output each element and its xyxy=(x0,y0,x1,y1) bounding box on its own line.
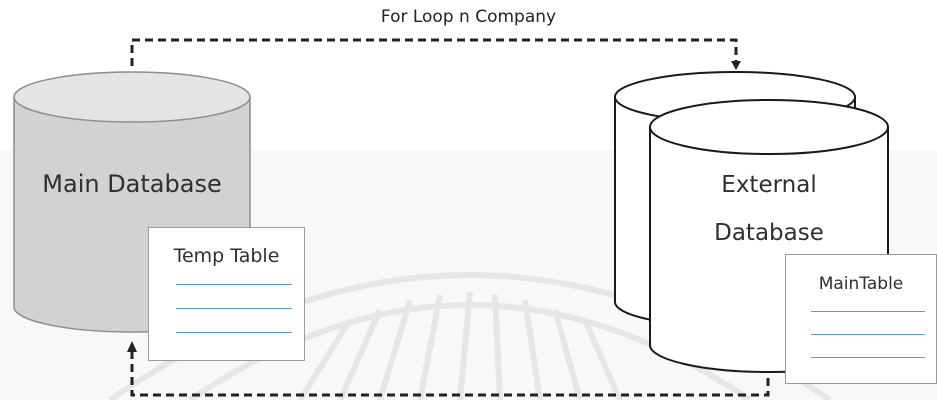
main-database-label: Main Database xyxy=(42,170,222,198)
temp-table-line xyxy=(176,284,292,285)
temp-table-line xyxy=(176,332,292,333)
temp-table-title: Temp Table xyxy=(173,245,280,267)
external-database-label-line1: External xyxy=(721,172,817,198)
main-table-title: MainTable xyxy=(818,274,904,294)
arrow-down-icon xyxy=(731,61,741,70)
temp-table-card: Temp Table xyxy=(148,227,305,361)
external-database-label: External Database xyxy=(650,172,888,246)
return-connector-bottom xyxy=(127,341,770,397)
external-database-label-line2: Database xyxy=(714,220,824,246)
loop-label: For Loop n Company xyxy=(380,7,557,27)
arrow-up-icon xyxy=(127,341,137,352)
main-table-line xyxy=(811,357,925,358)
temp-table-line xyxy=(176,308,292,309)
main-table-card: MainTable xyxy=(785,254,937,384)
main-table-line xyxy=(811,311,925,312)
main-table-line xyxy=(811,334,925,335)
loop-connector-top xyxy=(130,38,741,70)
